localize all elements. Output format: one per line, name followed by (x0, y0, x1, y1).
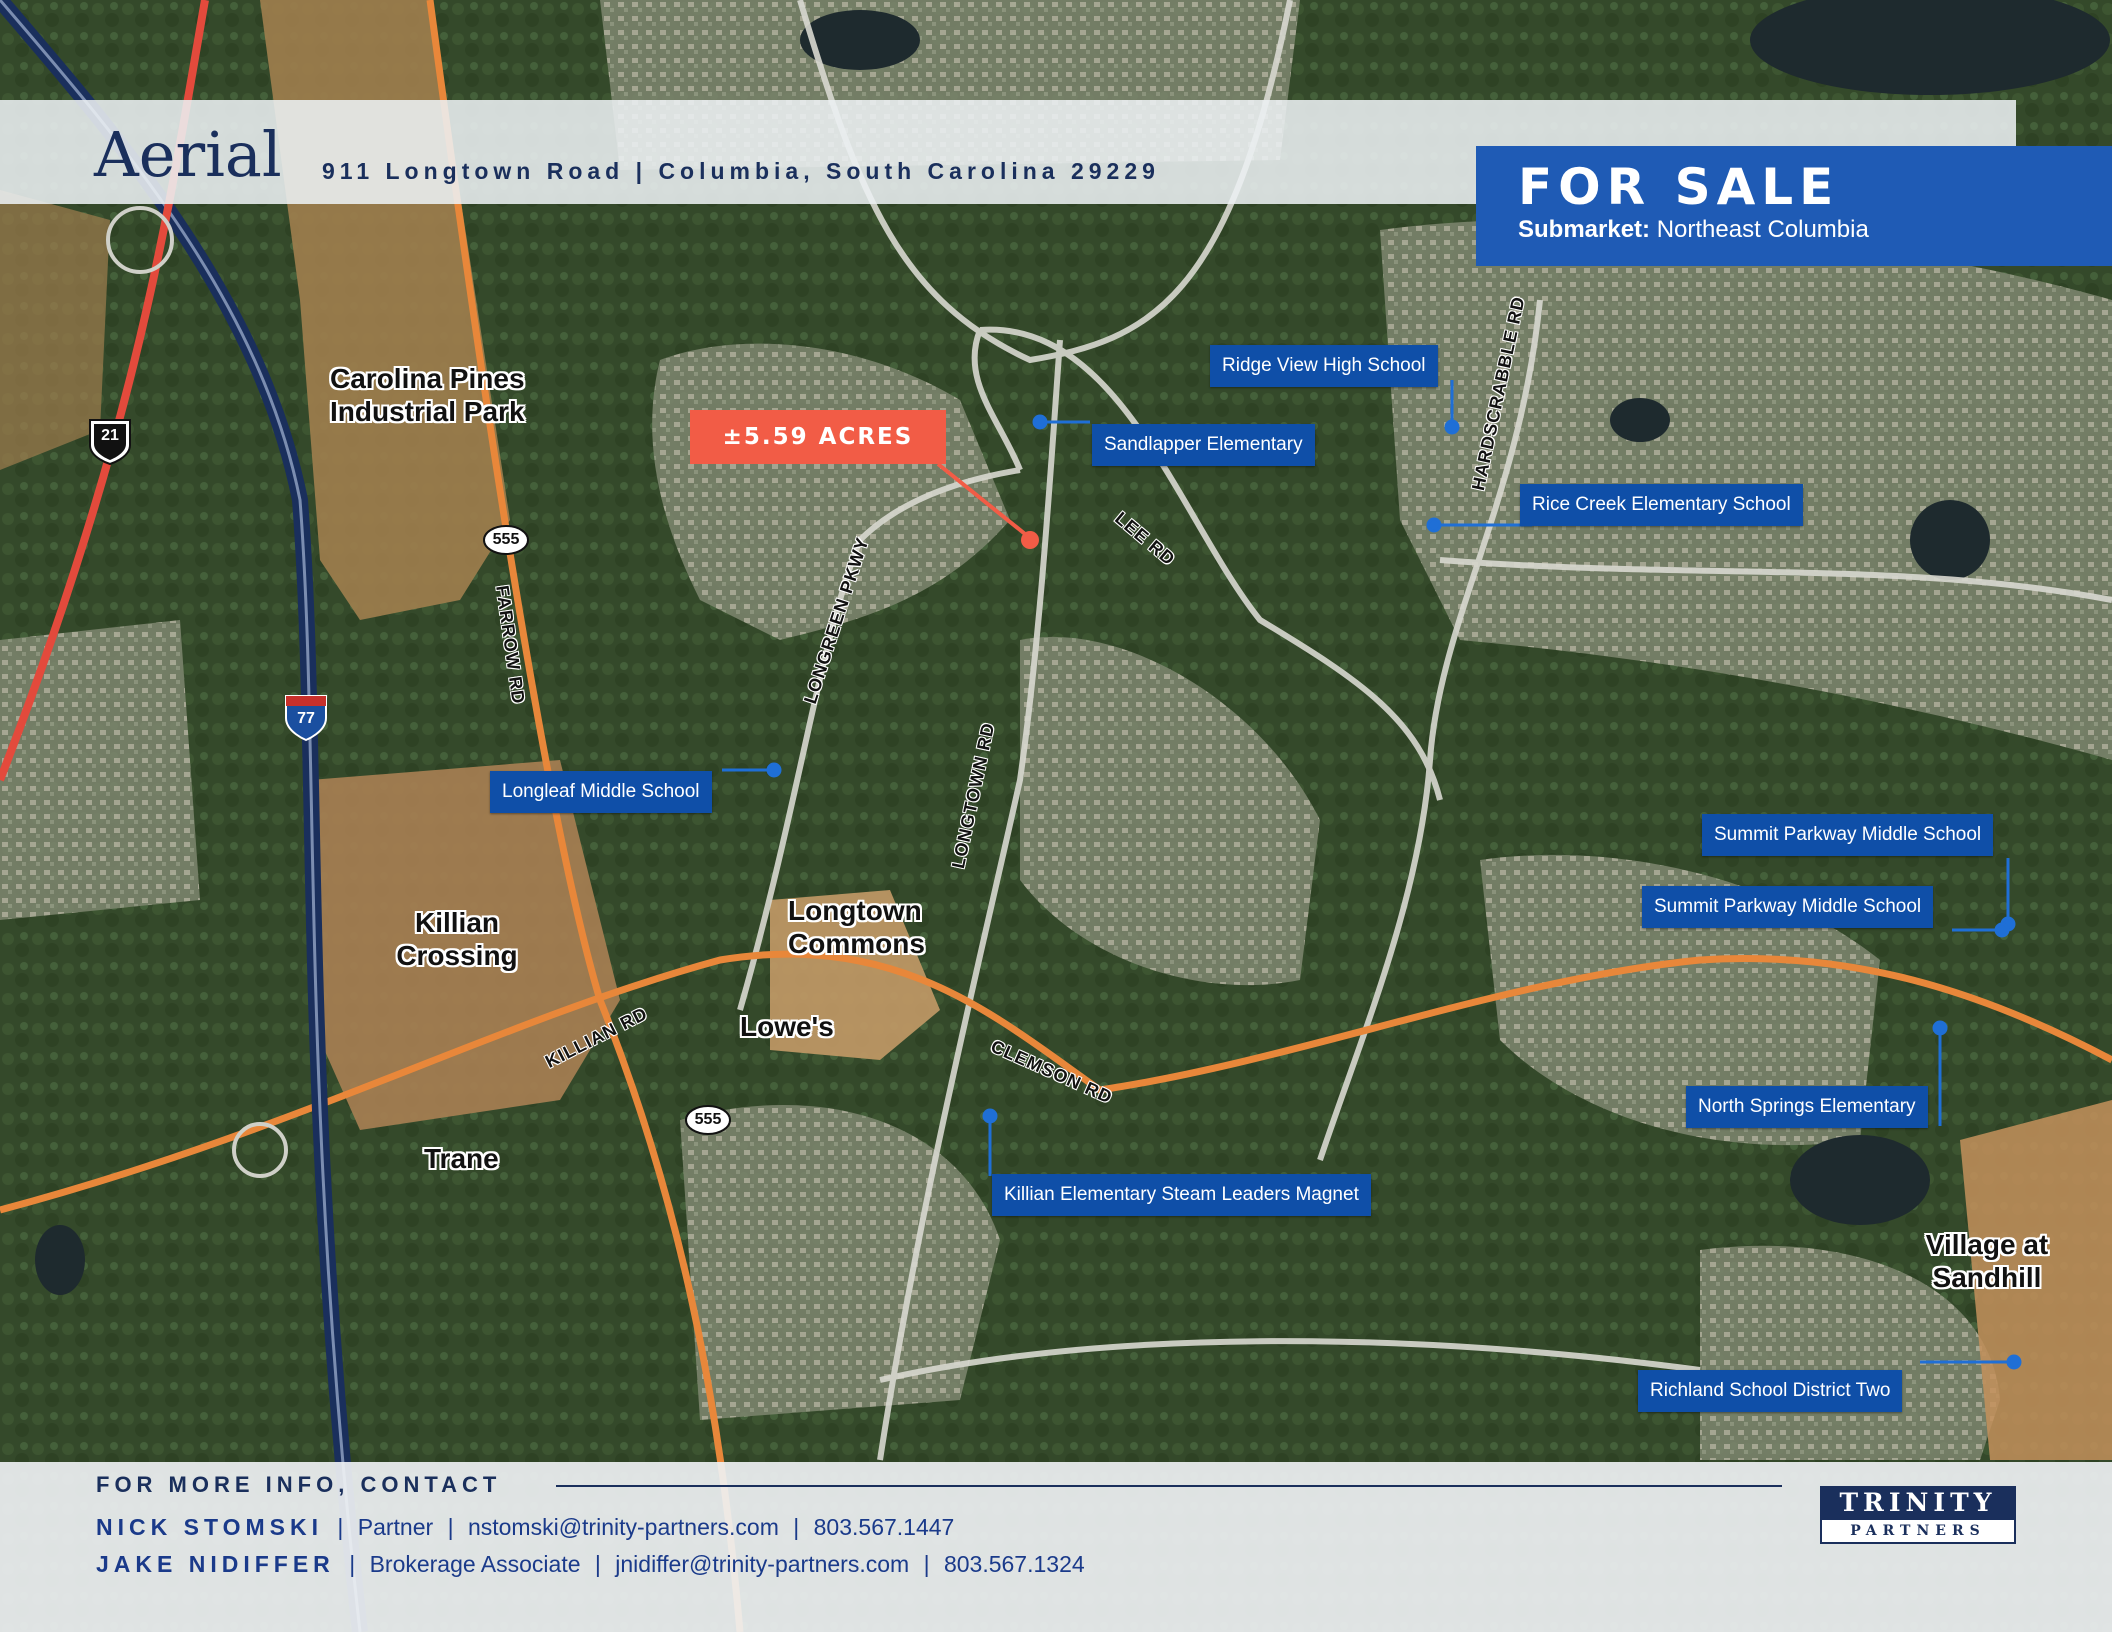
us-21-road (0, 0, 209, 782)
submarket-label: Submarket: (1518, 216, 1651, 243)
page-title: Aerial (94, 118, 282, 191)
site-marker (1021, 531, 1039, 549)
callout-richland-district-two: Richland School District Two (1638, 1370, 1903, 1412)
contact-name: JAKE NIDIFFER (96, 1551, 335, 1577)
site-acres-label: ±5.59 ACRES (690, 410, 946, 464)
village-sandhill-area (1960, 1100, 2112, 1460)
place-village-sandhill: Village at Sandhill (1912, 1228, 2062, 1294)
contact-row: NICK STOMSKI | Partner | nstomski@trinit… (96, 1514, 954, 1541)
place-trane: Trane (424, 1143, 499, 1174)
place-line: Industrial Park (330, 396, 525, 427)
contact-heading: FOR MORE INFO, CONTACT (96, 1472, 502, 1497)
us-21-shield-label: 21 (101, 427, 119, 444)
callout-leaders (722, 380, 2022, 1370)
contact-name: NICK STOMSKI (96, 1514, 323, 1540)
place-line: Sandhill (1932, 1262, 2042, 1293)
separator: | (923, 1551, 930, 1577)
separator: | (337, 1514, 344, 1540)
callout-ridge-view-high: Ridge View High School (1210, 345, 1438, 387)
sc-555-shield-south (685, 1105, 731, 1135)
for-sale-title: FOR SALE (1518, 158, 1840, 216)
i-77-shield-label: 77 (297, 710, 315, 727)
sc-555-north-label: 555 (492, 531, 520, 548)
killian-crossing-area (310, 760, 620, 1130)
contact-divider (556, 1485, 1782, 1487)
place-line: Killian (414, 907, 499, 938)
place-line: Carolina Pines (330, 363, 525, 394)
place-killian-crossing: Killian Crossing (382, 906, 532, 972)
site-pointer-line (936, 462, 1032, 540)
callout-north-springs-elementary: North Springs Elementary (1686, 1086, 1928, 1128)
for-sale-badge: FOR SALE Submarket: Northeast Columbia (1476, 146, 2112, 266)
contact-title: Brokerage Associate (369, 1551, 581, 1577)
place-carolina-pines: Carolina Pines Industrial Park (330, 362, 525, 428)
logo-bottom-text: PARTNERS (1820, 1520, 2016, 1544)
longtown-commons-area (770, 890, 940, 1060)
place-line: Village at (1925, 1229, 2049, 1260)
place-lowes: Lowe's (740, 1011, 834, 1042)
logo-top-text: TRINITY (1820, 1486, 2016, 1520)
place-longtown-commons: Longtown Commons (788, 894, 925, 960)
contact-email[interactable]: jnidiffer@trinity-partners.com (615, 1551, 910, 1577)
contact-row: JAKE NIDIFFER | Brokerage Associate | jn… (96, 1551, 1085, 1578)
contact-email[interactable]: nstomski@trinity-partners.com (467, 1514, 779, 1540)
contact-title: Partner (357, 1514, 434, 1540)
separator: | (447, 1514, 454, 1540)
place-line: Commons (788, 928, 925, 959)
trinity-partners-logo: TRINITY PARTNERS (1820, 1486, 2016, 1546)
callout-longleaf-middle: Longleaf Middle School (490, 771, 712, 813)
contact-phone[interactable]: 803.567.1324 (943, 1551, 1085, 1577)
separator: | (594, 1551, 601, 1577)
submarket-line: Submarket: Northeast Columbia (1518, 216, 1869, 244)
separator: | (793, 1514, 800, 1540)
property-address: 911 Longtown Road | Columbia, South Caro… (322, 158, 1160, 184)
callout-summit-parkway-middle-2: Summit Parkway Middle School (1642, 886, 1934, 928)
sc-555-shield-north (483, 525, 529, 555)
callout-summit-parkway-middle-1: Summit Parkway Middle School (1702, 814, 1994, 856)
contact-phone[interactable]: 803.567.1447 (813, 1514, 955, 1540)
sc-555-south-label: 555 (694, 1111, 722, 1128)
place-line: Crossing (396, 940, 518, 971)
us-21-shield-icon (89, 419, 131, 466)
callout-killian-elementary: Killian Elementary Steam Leaders Magnet (992, 1174, 1371, 1216)
callout-sandlapper-elementary: Sandlapper Elementary (1092, 424, 1315, 466)
footer-band (0, 1462, 2112, 1632)
place-line: Longtown (788, 895, 922, 926)
callout-rice-creek-elementary: Rice Creek Elementary School (1520, 484, 1803, 526)
i-77-shield-icon (285, 695, 327, 742)
submarket-value: Northeast Columbia (1656, 216, 1869, 243)
water-bodies (35, 0, 2110, 1295)
separator: | (349, 1551, 356, 1577)
